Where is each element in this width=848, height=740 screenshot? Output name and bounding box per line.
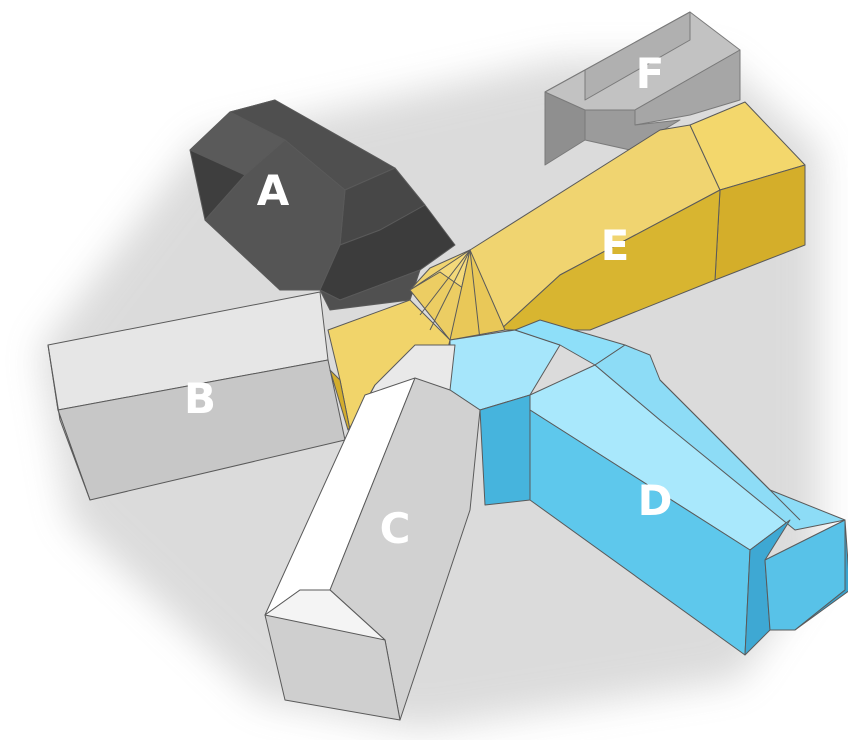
wing-f [544,11,741,166]
label-c: C [380,504,411,553]
wing-a [189,99,456,311]
label-d: D [638,476,673,525]
wing-d [449,319,848,656]
label-f: F [636,49,665,98]
label-b: B [184,374,216,423]
wing-b [47,291,346,501]
label-e: E [601,221,630,270]
wing-c [264,344,481,721]
wing-e [327,101,806,431]
label-a: A [257,166,290,215]
